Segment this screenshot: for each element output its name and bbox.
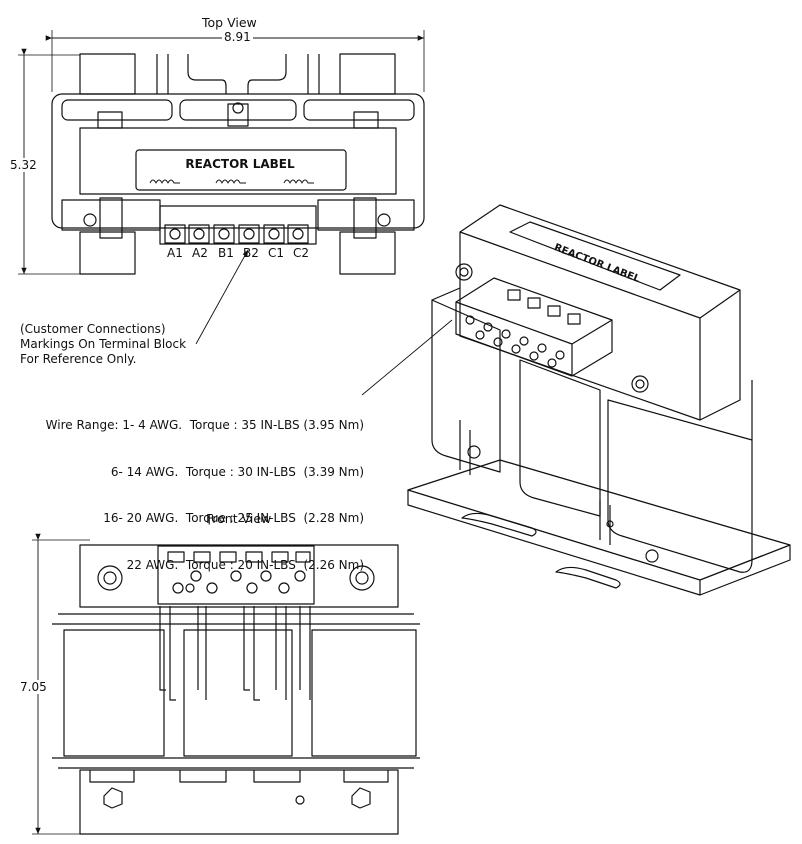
wire-range: 22 AWG. xyxy=(126,557,179,572)
connections-note-line: For Reference Only. xyxy=(20,352,137,366)
wire-range: Wire Range: 1- 4 AWG. xyxy=(45,418,183,432)
isometric-view xyxy=(407,204,791,596)
wire-torque-row: 16- 20 AWG. Torque : 25 IN-LBS (2.28 Nm) xyxy=(14,511,364,527)
terminal-label-a1: A1 xyxy=(167,246,183,260)
connections-note-line: (Customer Connections) xyxy=(20,322,166,336)
torque: Torque : 35 IN-LBS (3.95 Nm) xyxy=(189,418,364,432)
wire-range: 16- 20 AWG. xyxy=(103,511,179,525)
wire-torque-row: Wire Range: 1- 4 AWG. Torque : 35 IN-LBS… xyxy=(14,418,364,434)
front-view xyxy=(32,533,420,835)
iso-view-label: REACTOR LABEL xyxy=(552,242,642,285)
wire-torque-row: 6- 14 AWG. Torque : 30 IN-LBS (3.39 Nm) xyxy=(14,465,364,481)
torque: Torque : 30 IN-LBS (3.39 Nm) xyxy=(185,464,364,479)
terminal-label-c2: C2 xyxy=(293,246,310,260)
wire-range: 6- 14 AWG. xyxy=(110,464,179,479)
top-view-title: Top View xyxy=(202,15,257,30)
torque: Torque : 20 IN-LBS (2.26 Nm) xyxy=(185,557,364,572)
terminal-label-b1: B1 xyxy=(218,246,234,260)
terminal-label-c1: C1 xyxy=(268,246,285,260)
top-view-label: REACTOR LABEL xyxy=(185,157,295,171)
wire-torque-row: 22 AWG. Torque : 20 IN-LBS (2.26 Nm) xyxy=(14,558,364,574)
top-view-width-dim: 8.91 xyxy=(222,30,253,44)
connections-note-line: Markings On Terminal Block xyxy=(20,337,187,351)
wire-torque-table: Wire Range: 1- 4 AWG. Torque : 35 IN-LBS… xyxy=(14,387,364,589)
front-view-height-dim: 7.05 xyxy=(18,680,49,694)
top-view xyxy=(18,30,425,275)
torque: Torque : 25 IN-LBS (2.28 Nm) xyxy=(185,511,364,525)
connections-note: (Customer Connections) Markings On Termi… xyxy=(20,322,186,367)
top-view-height-dim: 5.32 xyxy=(8,158,39,172)
front-view-title: Front View xyxy=(206,511,272,526)
terminal-label-b2: B2 xyxy=(243,246,259,260)
terminal-label-a2: A2 xyxy=(192,246,208,260)
